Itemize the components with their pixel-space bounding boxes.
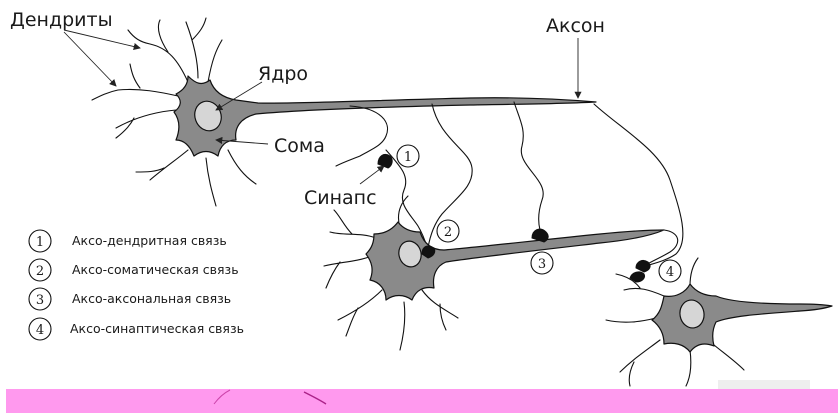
marker-1: 1 (397, 145, 419, 167)
synapse-arrow (360, 166, 384, 184)
neuron-2 (324, 196, 664, 350)
legend-item-2-number: 2 (36, 264, 44, 279)
legend-item-4: 4 Аксо-синаптическая связь (29, 318, 244, 340)
legend-item-2-text: Аксо-соматическая связь (72, 262, 239, 277)
legend-item-1-number: 1 (36, 235, 44, 250)
label-nucleus: Ядро (258, 63, 308, 85)
neuron-1-soma (174, 76, 596, 156)
neuron-3-soma (652, 284, 832, 352)
dendrites-arrow-1 (64, 30, 140, 48)
legend-item-4-number: 4 (36, 323, 44, 338)
label-axon: Аксон (546, 15, 605, 37)
legend: 1 Аксо-дендритная связь 2 Аксо-соматичес… (29, 230, 244, 340)
label-synapse: Синапс (304, 187, 377, 209)
marker-2-number: 2 (444, 225, 452, 240)
bottom-band (6, 389, 838, 413)
terminal-1 (378, 154, 392, 168)
legend-item-3-text: Аксо-аксональная связь (72, 291, 231, 306)
legend-item-1: 1 Аксо-дендритная связь (29, 230, 227, 252)
marker-3-number: 3 (538, 257, 546, 272)
marker-4: 4 (659, 260, 681, 282)
band-patch (718, 380, 810, 389)
label-soma: Сома (274, 135, 325, 157)
collateral-to-synapse-3 (514, 102, 543, 230)
marker-2: 2 (437, 220, 459, 242)
legend-item-1-text: Аксо-дендритная связь (72, 233, 227, 248)
neuron-1 (92, 18, 596, 206)
marker-3: 3 (531, 252, 553, 274)
label-dendrites: Дендриты (10, 9, 113, 31)
legend-item-3: 3 Аксо-аксональная связь (29, 288, 231, 310)
legend-item-2: 2 Аксо-соматическая связь (29, 259, 239, 281)
terminal-3 (532, 229, 548, 242)
collateral-to-synapse-4 (594, 104, 683, 268)
legend-item-4-text: Аксо-синаптическая связь (70, 321, 244, 336)
marker-4-number: 4 (666, 265, 674, 280)
terminal-4a (636, 260, 650, 272)
marker-1-number: 1 (404, 150, 412, 165)
legend-item-3-number: 3 (36, 293, 44, 308)
